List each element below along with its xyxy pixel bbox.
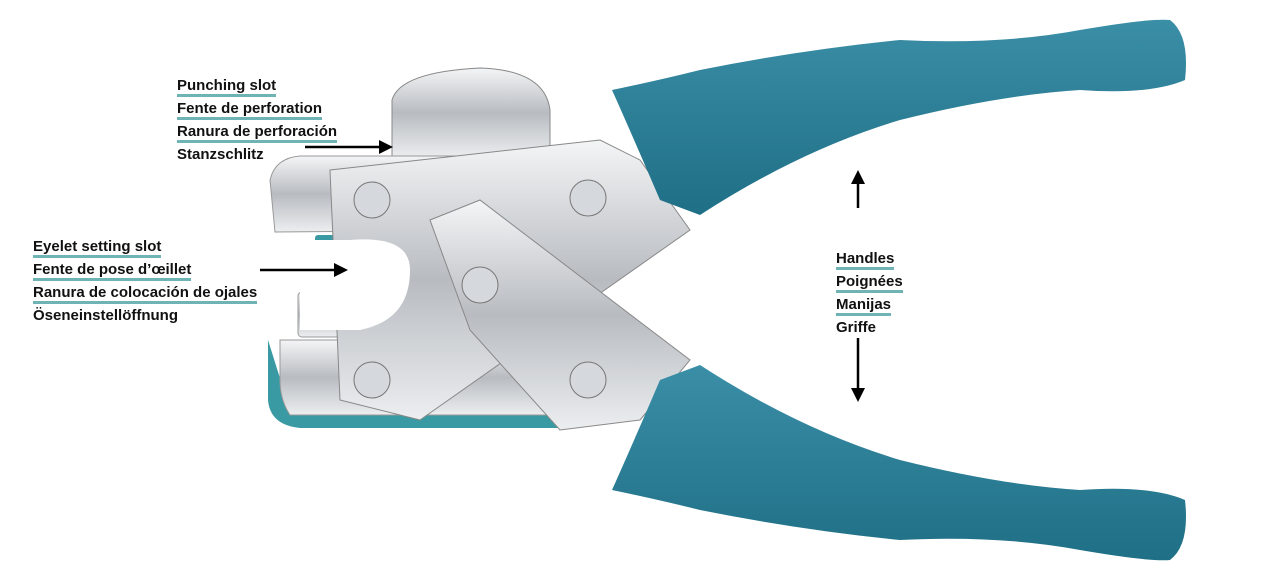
punching-slot-callout: Punching slot Fente de perforation Ranur… xyxy=(177,76,338,166)
rivets xyxy=(353,179,607,399)
lower-handle xyxy=(612,365,1186,561)
label-fr: Poignées xyxy=(836,274,903,293)
eyelet-slot-cutout xyxy=(300,239,410,330)
label-de: Griffe xyxy=(836,319,877,336)
handles-callout: Handles Poignées Manijas Griffe xyxy=(836,249,903,339)
lower-arm xyxy=(429,199,691,431)
label-es: Ranura de colocación de ojales xyxy=(33,285,258,304)
punching-slot-arrow xyxy=(305,140,393,154)
label-de: Öseneinstellöffnung xyxy=(33,307,179,324)
handles-down-arrow xyxy=(851,338,865,402)
eyelet-setting-slot-callout: Eyelet setting slot Fente de pose d’œill… xyxy=(33,237,258,327)
label-en: Punching slot xyxy=(177,78,277,97)
label-de: Stanzschlitz xyxy=(177,146,264,163)
handles-up-arrow xyxy=(851,170,865,208)
label-fr: Fente de perforation xyxy=(177,101,323,120)
eyelet-slot-arrow xyxy=(260,263,348,277)
label-en: Handles xyxy=(836,251,895,270)
label-en: Eyelet setting slot xyxy=(33,239,162,258)
upper-handle xyxy=(612,19,1186,215)
punching-head xyxy=(391,67,551,159)
label-es: Manijas xyxy=(836,297,892,316)
label-es: Ranura de perforación xyxy=(177,124,338,143)
label-fr: Fente de pose d’œillet xyxy=(33,262,192,281)
